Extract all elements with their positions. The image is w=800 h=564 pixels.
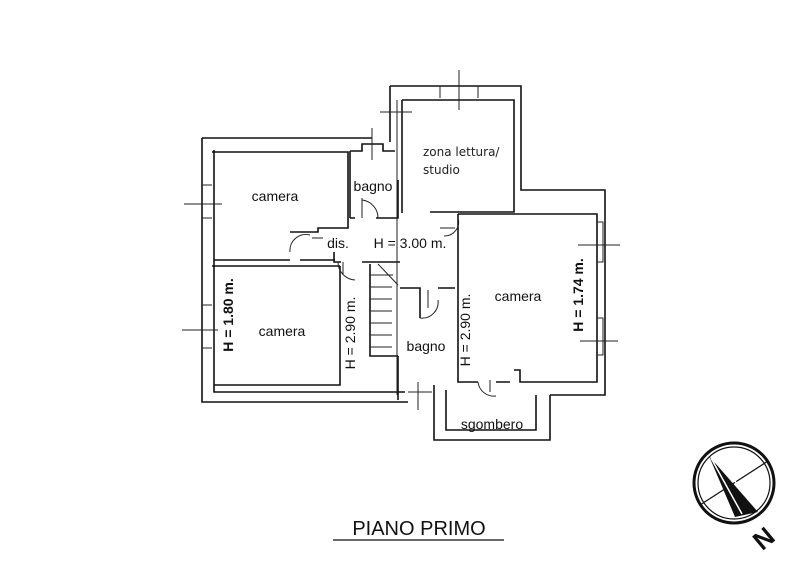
room-label-camera-top-left: camera xyxy=(252,188,299,204)
plan-title: PIANO PRIMO xyxy=(352,518,485,540)
room-label-studio: studio xyxy=(423,163,460,177)
compass-north-label: N xyxy=(747,521,781,556)
height-label-bagno-center: H = 2.90 m. xyxy=(457,294,473,367)
room-label-bagno-center: bagno xyxy=(407,338,446,354)
height-label-corridor: H = 3.00 m. xyxy=(374,235,447,251)
height-label-camera-bottom-left: H = 1.80 m. xyxy=(220,278,236,352)
room-label-bagno-top: bagno xyxy=(354,178,393,194)
height-label-left-wall: H = 2.90 m. xyxy=(342,297,358,370)
room-label-camera-right: camera xyxy=(495,288,542,304)
walls xyxy=(182,70,620,441)
room-label-camera-bottom-left: camera xyxy=(259,323,306,339)
room-label-dis: dis. xyxy=(327,235,349,251)
height-label-camera-right: H = 1.74 m. xyxy=(570,258,586,332)
room-label-sgombero: sgombero xyxy=(461,416,523,432)
north-compass-icon: N xyxy=(692,441,781,556)
room-label-zona-lettura: zona lettura/ xyxy=(423,145,500,159)
